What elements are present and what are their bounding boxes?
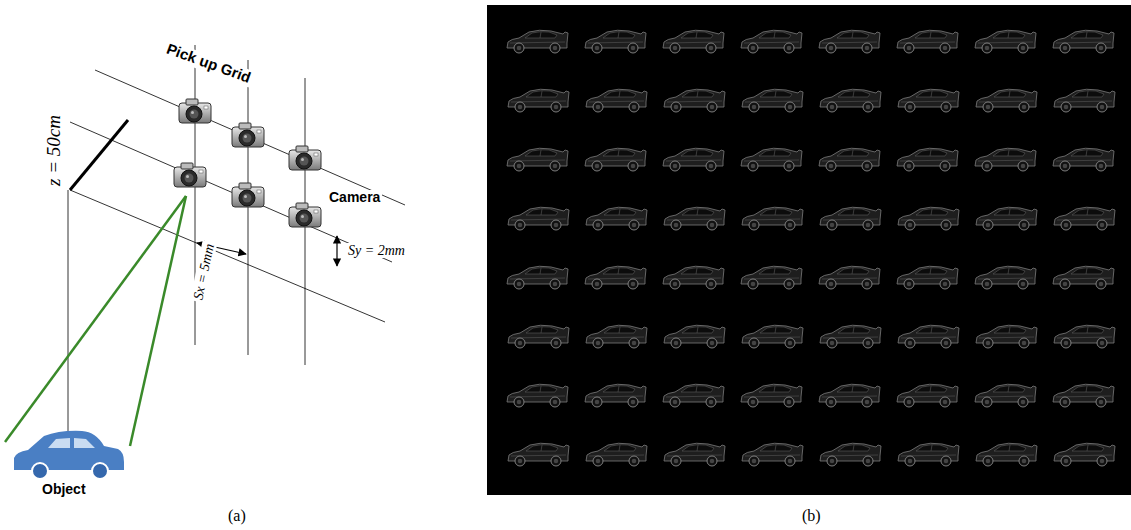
camera-label: Camera [327,190,382,205]
elemental-image [976,207,1037,230]
elemental-image [663,384,724,407]
panel-label: (b) [800,507,823,525]
elemental-image [898,89,959,112]
elemental-image [976,443,1037,466]
elemental-image [1053,266,1114,289]
elemental-image [664,89,725,112]
elemental-image [585,266,646,289]
elemental-image [819,30,880,53]
elemental-image [976,325,1037,348]
spacing-label: Sx = 5mm [190,240,218,303]
elemental-image [586,207,647,230]
elemental-image [897,266,958,289]
elemental-image [819,148,880,171]
elemental-image [741,148,802,171]
elemental-image [1054,207,1115,230]
elemental-image [585,30,646,53]
elemental-image [819,384,880,407]
elemental-image [975,148,1036,171]
elemental-image [508,207,569,230]
elemental-image [663,148,724,171]
elemental-image [975,30,1036,53]
distance-label: z = 50cm [44,113,65,188]
elemental-image [507,148,568,171]
elemental-image [742,325,803,348]
elemental-image [975,384,1036,407]
elemental-image [1053,148,1114,171]
elemental-image [507,30,568,53]
elemental-image [586,89,647,112]
elemental-image [586,443,647,466]
elemental-image [663,30,724,53]
elemental-image [1053,384,1114,407]
elemental-image [741,266,802,289]
elemental-image [664,325,725,348]
elemental-image [664,443,725,466]
object-label: Object [40,482,88,497]
elemental-image [898,443,959,466]
elemental-image [664,207,725,230]
grid-title: Pick up Grid [162,40,254,87]
spacing-label: Sy = 2mm [346,243,407,258]
elemental-image [507,384,568,407]
elemental-image [975,266,1036,289]
elemental-image [819,266,880,289]
elemental-image [742,443,803,466]
elemental-image [897,30,958,53]
elemental-image [741,30,802,53]
elemental-image [897,148,958,171]
elemental-image [586,325,647,348]
elemental-image [1054,443,1115,466]
elemental-image [820,207,881,230]
elemental-image [820,89,881,112]
elemental-image [508,443,569,466]
elemental-image [976,89,1037,112]
elemental-image [898,207,959,230]
car-icon [14,431,124,479]
elemental-image [663,266,724,289]
elemental-image [898,325,959,348]
elemental-image [741,384,802,407]
elemental-image [585,384,646,407]
elemental-image [897,384,958,407]
elemental-image [508,325,569,348]
elemental-image [1054,325,1115,348]
elemental-image [820,443,881,466]
elemental-image [1053,30,1114,53]
elemental-image [742,89,803,112]
elemental-image [508,89,569,112]
elemental-image [1054,89,1115,112]
panel-label: (a) [226,507,248,525]
elemental-image [820,325,881,348]
elemental-image [742,207,803,230]
elemental-image [585,148,646,171]
elemental-image [507,266,568,289]
